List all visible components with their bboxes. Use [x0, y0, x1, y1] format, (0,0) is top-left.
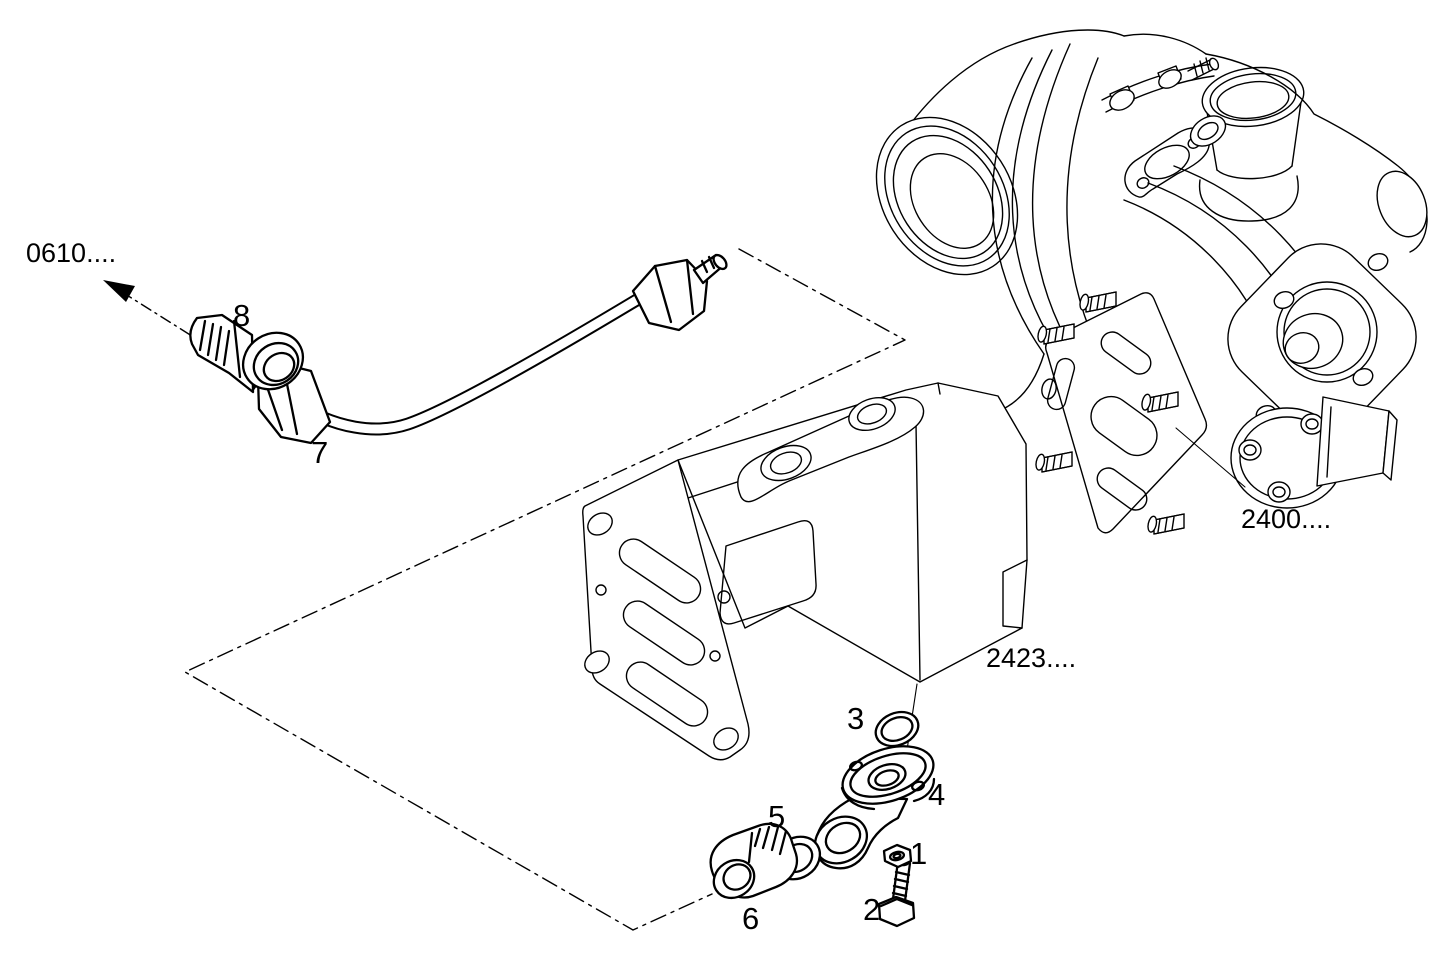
- part-4-elbow-union: [814, 745, 936, 870]
- callout-5: 5: [768, 799, 786, 834]
- callout-1: 1: [910, 836, 928, 871]
- ref-label-2400: 2400....: [1241, 504, 1332, 534]
- ref-2400-leader: [1175, 427, 1246, 488]
- callout-4: 4: [928, 777, 946, 812]
- callout-8: 8: [233, 298, 251, 333]
- turbocharger-2400: [875, 29, 1428, 433]
- ref-0610-leader-arrow: [103, 280, 301, 405]
- part-6-threaded-nipple: [709, 822, 799, 900]
- part-1-nut: [882, 843, 913, 869]
- part-8-adapter-union: [189, 313, 305, 394]
- callout-2: 2: [863, 892, 881, 927]
- ref-label-0610: 0610....: [26, 238, 117, 268]
- callout-3: 3: [847, 701, 865, 736]
- arrow-icon: [103, 280, 135, 302]
- manifold-2423: [582, 382, 1028, 761]
- callout-6: 6: [742, 901, 760, 936]
- turbo-mounting-flange: [1035, 291, 1398, 535]
- part-3-seal-ring: [874, 710, 920, 748]
- mounting-studs: [1035, 291, 1185, 535]
- clamp-stud: [1187, 57, 1220, 81]
- turbine-drain-flange: [1230, 396, 1398, 509]
- cut-boundary-line: [184, 248, 906, 931]
- callout-7: 7: [311, 435, 329, 470]
- part-7-pipe: [231, 253, 728, 445]
- ref-label-2423: 2423....: [986, 643, 1077, 673]
- wastegate-port: [1376, 170, 1428, 238]
